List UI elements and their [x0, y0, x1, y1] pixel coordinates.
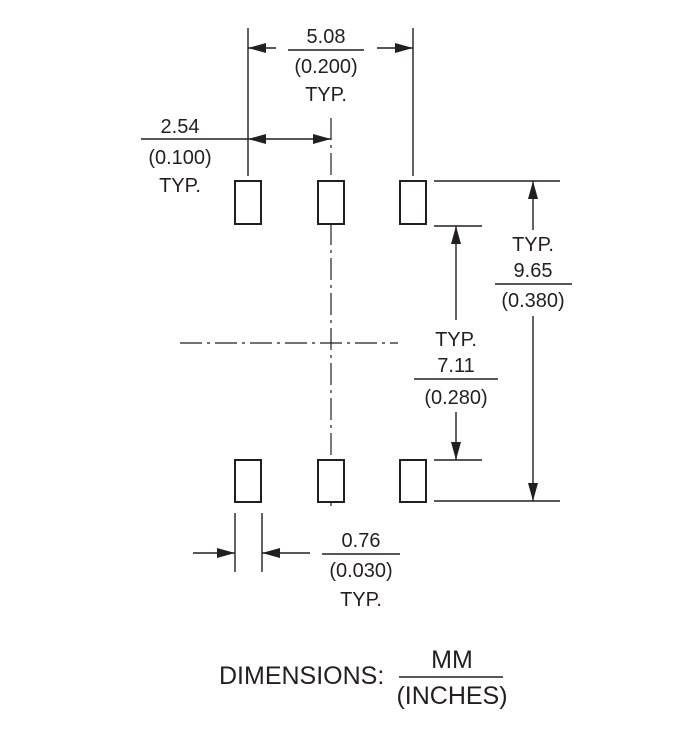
pitch-inches-label: (0.200) [294, 56, 357, 78]
half-pitch-mm-label: 2.54 [161, 116, 200, 138]
pitch-dimension: 5.08 (0.200) TYP. [247, 26, 414, 176]
pad-top-center [317, 180, 345, 225]
outer-span-inches-label: (0.380) [501, 290, 564, 312]
arrow-left-icon [248, 134, 266, 144]
pad-width-inches-label: (0.030) [329, 560, 392, 582]
arrow-left-icon [248, 43, 266, 53]
arrow-left-icon [262, 548, 280, 558]
legend-label: DIMENSIONS: [219, 662, 384, 690]
inner-span-typ-label: TYP. [435, 329, 477, 351]
outer-span-typ-label: TYP. [512, 234, 554, 256]
pitch-mm-label: 5.08 [307, 26, 346, 48]
pad-width-typ-label: TYP. [340, 589, 382, 611]
legend-inches-label: (INCHES) [396, 682, 507, 710]
top-pad-row [234, 180, 427, 225]
arrow-right-icon [217, 548, 235, 558]
inner-span-inches-label: (0.280) [424, 387, 487, 409]
pad-bottom-center [317, 459, 345, 503]
half-pitch-inches-label: (0.100) [148, 147, 211, 169]
pad-top-left [234, 180, 262, 225]
outer-span-mm-label: 9.65 [514, 260, 553, 282]
arrow-right-icon [395, 43, 413, 53]
bottom-pad-row [234, 459, 427, 503]
pad-width-dimension: 0.76 (0.030) TYP. [193, 513, 400, 611]
half-pitch-dimension: 2.54 (0.100) TYP. [141, 116, 331, 197]
pad-top-right [399, 180, 427, 225]
pad-bottom-right [399, 459, 427, 503]
inner-span-dimension: TYP. 7.11 (0.280) [414, 225, 498, 461]
arrow-right-icon [313, 134, 331, 144]
arrow-up-icon [528, 181, 538, 199]
inner-span-mm-label: 7.11 [437, 355, 474, 377]
pad-bottom-left [234, 459, 262, 503]
pitch-typ-label: TYP. [305, 84, 347, 106]
arrow-up-icon [451, 226, 461, 244]
legend-mm-label: MM [431, 646, 473, 674]
outer-span-dimension: TYP. 9.65 (0.380) [434, 180, 572, 502]
arrow-down-icon [451, 442, 461, 460]
units-legend: DIMENSIONS: MM (INCHES) [219, 646, 508, 710]
pad-width-mm-label: 0.76 [342, 530, 381, 552]
half-pitch-typ-label: TYP. [159, 175, 201, 197]
arrow-down-icon [528, 483, 538, 501]
